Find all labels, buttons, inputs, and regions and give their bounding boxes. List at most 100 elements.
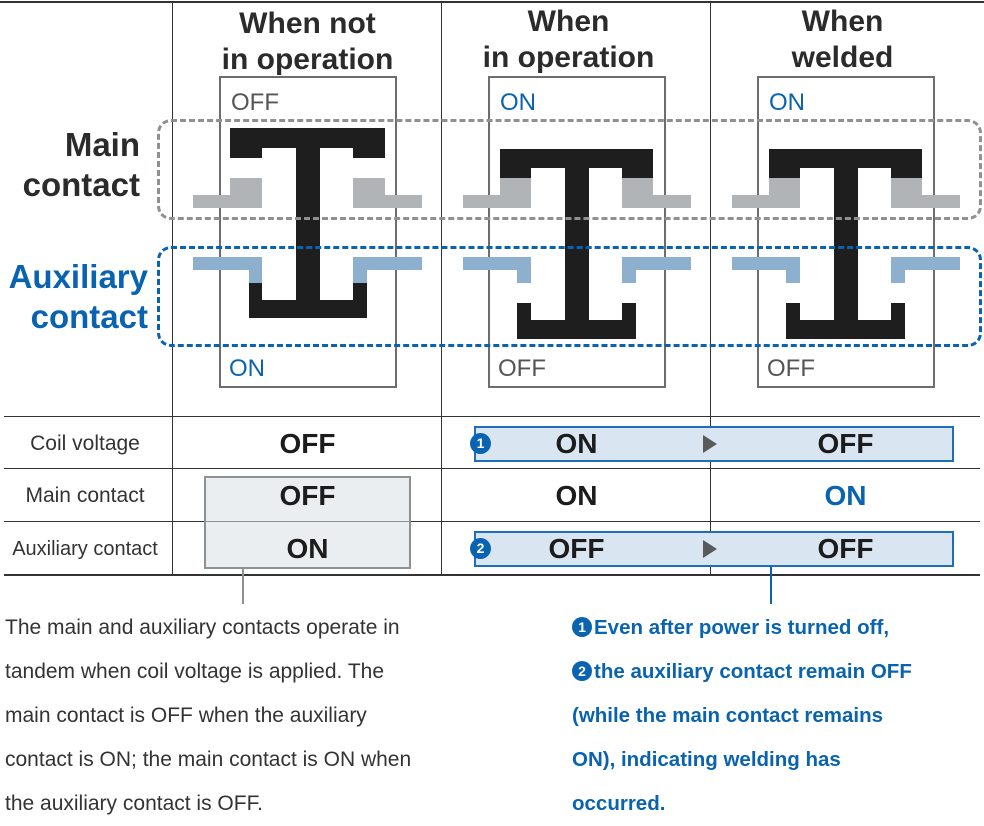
column-header-line1: When not <box>239 7 376 40</box>
column-header-line2: in operation <box>221 43 394 76</box>
column-header-in-operation: When in operation <box>434 4 703 76</box>
moving-contact-top-leg-right <box>891 149 922 178</box>
fixed-aux-contact-right <box>622 257 691 270</box>
column-header-line2: in operation <box>482 41 655 74</box>
coil-voltage-welded: OFF <box>817 428 874 459</box>
moving-contact-bottom-leg-left <box>249 283 262 318</box>
auxiliary-contact-label-line1: Auxiliary <box>8 258 148 295</box>
main-state-label: ON <box>769 89 805 116</box>
fixed-main-contact-left-tab <box>230 178 262 208</box>
transition-arrow-icon <box>703 435 717 453</box>
column-header-line1: When <box>801 5 884 38</box>
fixed-aux-contact-right <box>353 257 422 270</box>
table-row-border-1 <box>4 416 980 417</box>
table-row-border-3 <box>4 521 980 522</box>
note-line-text: Even after power is turned off, <box>594 616 890 639</box>
contact-panel-in-operation <box>488 76 666 388</box>
highlight-row-divider <box>205 521 410 522</box>
row-label-main-contact: Main contact <box>25 484 145 507</box>
fixed-aux-contact-left-tab <box>786 257 800 283</box>
step-1-badge: 1 <box>470 433 491 454</box>
main-state-label: OFF <box>231 89 279 116</box>
row-label-auxiliary-contact: Auxiliary contact <box>12 538 158 560</box>
column-divider-1 <box>172 3 173 576</box>
main-contact-in-operation: ON <box>555 480 598 511</box>
moving-contact-bottom-leg-right <box>353 283 367 318</box>
moving-contact-bottom-leg-right <box>622 303 636 339</box>
note-line: ON), indicating welding has <box>572 748 841 771</box>
transition-arrow-icon <box>703 540 717 558</box>
right-note-leader-line <box>770 566 772 604</box>
fixed-aux-contact-right-tab <box>622 257 636 283</box>
moving-contact-bottom-bar <box>517 320 636 339</box>
fixed-main-contact-left-tab <box>769 178 800 208</box>
aux-state-label: OFF <box>498 355 546 382</box>
moving-contact-bottom-bar <box>249 300 367 318</box>
fixed-main-contact-left-tab <box>500 178 531 208</box>
note-line: main contact is OFF when the auxiliary <box>5 704 367 727</box>
fixed-aux-contact-left-tab <box>249 257 262 283</box>
note-line: The main and auxiliary contacts operate … <box>5 616 400 639</box>
fixed-aux-contact-right <box>891 257 960 270</box>
note-line: occurred. <box>572 792 666 815</box>
column-header-not-in-operation: When not in operation <box>173 6 442 78</box>
moving-contact-bottom-leg-left <box>786 303 800 339</box>
moving-contact-top-leg-right <box>353 128 385 158</box>
note-line: (while the main contact remains <box>572 704 883 727</box>
step-2-inline-badge: 2 <box>572 661 592 681</box>
table-top-border <box>0 1 984 3</box>
auxiliary-contact-label: Auxiliary contact <box>0 257 148 337</box>
note-line: contact is ON; the main contact is ON wh… <box>5 748 412 771</box>
not-in-operation-state-highlight <box>204 476 411 569</box>
table-row-border-2 <box>4 468 980 469</box>
fixed-main-contact-right-tab <box>353 178 385 208</box>
aux-contact-in-operation: OFF <box>548 533 605 564</box>
fixed-main-contact-right-tab <box>891 178 922 208</box>
fixed-aux-contact-left <box>732 257 800 270</box>
moving-contact-bottom-leg-left <box>517 303 531 339</box>
step-1-inline-badge: 1 <box>572 617 592 637</box>
fixed-aux-contact-left <box>193 257 262 270</box>
fixed-aux-contact-left-tab <box>517 257 531 283</box>
contact-panel-welded <box>757 76 935 388</box>
main-state-label: ON <box>500 89 536 116</box>
moving-contact-top-leg-left <box>500 149 531 178</box>
moving-contact-stem <box>296 128 320 318</box>
moving-contact-bottom-leg-right <box>891 303 905 339</box>
fixed-aux-contact-right-tab <box>891 257 905 283</box>
step-2-badge: 2 <box>470 538 491 559</box>
main-contact-dashed-outline <box>157 119 982 220</box>
moving-contact-top-leg-right <box>622 149 653 178</box>
main-contact-not-in-operation: OFF <box>279 480 336 511</box>
note-line-text: the auxiliary contact remain OFF <box>594 660 912 683</box>
main-contact-label-line1: Main <box>64 126 140 163</box>
aux-contact-not-in-operation: ON <box>286 533 329 564</box>
column-header-line1: When <box>527 5 610 38</box>
fixed-aux-contact-right-tab <box>353 257 367 283</box>
note-line: tandem when coil voltage is applied. The <box>5 660 385 683</box>
moving-contact-stem <box>834 149 858 339</box>
moving-contact-bottom-bar <box>786 320 905 339</box>
aux-contact-transition-highlight <box>474 531 954 567</box>
main-contact-label-line2: contact <box>22 166 140 203</box>
aux-contact-welded: OFF <box>817 533 874 564</box>
column-divider-2 <box>441 3 442 576</box>
aux-state-label: ON <box>229 355 265 382</box>
row-label-coil-voltage: Coil voltage <box>30 432 140 455</box>
coil-voltage-not-in-operation: OFF <box>279 428 336 459</box>
fixed-aux-contact-left <box>463 257 531 270</box>
auxiliary-contact-dashed-outline <box>157 246 982 347</box>
coil-voltage-in-operation: ON <box>555 428 598 459</box>
auxiliary-contact-label-line2: contact <box>30 298 148 335</box>
operation-explanation-note: The main and auxiliary contacts operate … <box>5 606 485 826</box>
table-bottom-border <box>4 574 980 576</box>
moving-contact-top-leg-left <box>230 128 262 158</box>
column-header-line2: welded <box>791 41 894 74</box>
moving-contact-top-leg-left <box>769 149 800 178</box>
note-line: the auxiliary contact is OFF. <box>5 792 263 815</box>
aux-state-label: OFF <box>767 355 815 382</box>
moving-contact-stem <box>565 149 589 339</box>
